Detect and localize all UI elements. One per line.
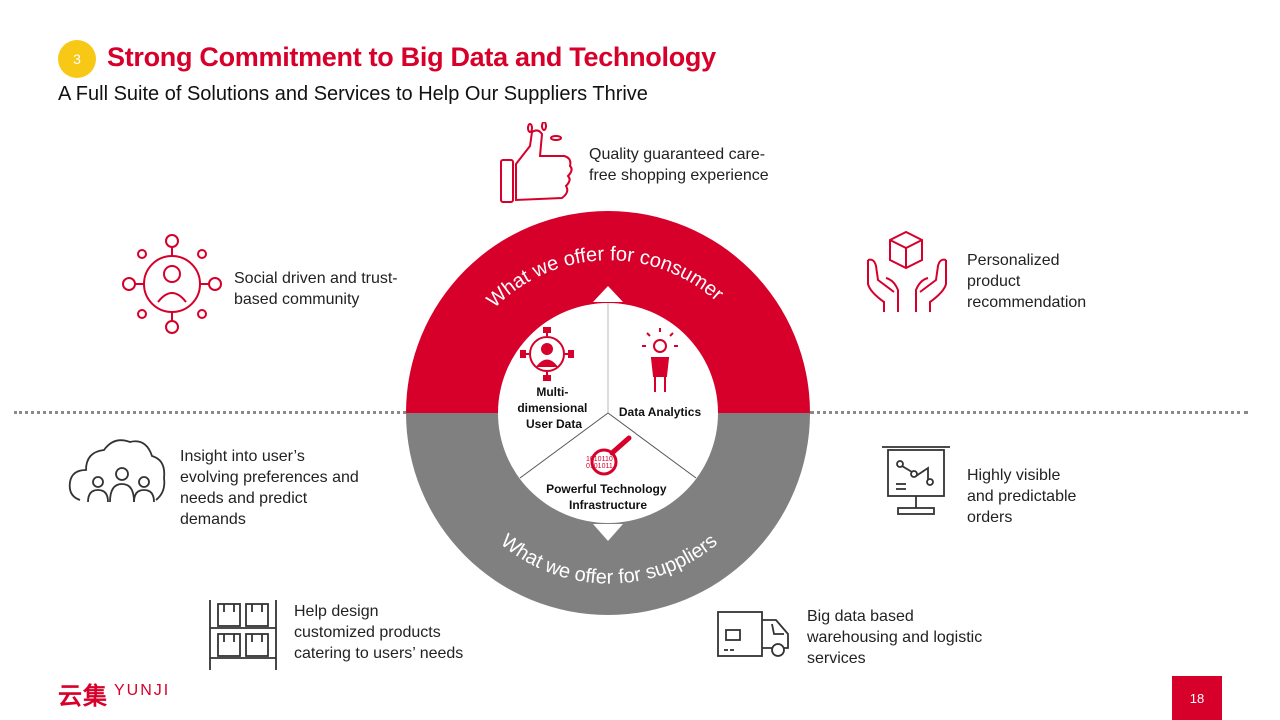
divider-right — [810, 411, 1248, 414]
hands-box-icon — [867, 230, 947, 312]
thumbs-up-icon — [500, 122, 573, 203]
core-user-data-label: Multi- dimensional User Data — [517, 385, 590, 431]
pointer-top — [593, 286, 623, 302]
pointer-bottom — [593, 524, 623, 541]
logo-chinese: 云集 — [58, 683, 108, 710]
feature-social-text: Social driven and trust- based community — [234, 270, 398, 308]
delivery-truck-icon — [717, 611, 789, 657]
user-data-icon — [520, 327, 574, 381]
divider-left — [14, 411, 406, 414]
chart-board-icon — [882, 446, 950, 515]
section-number-badge: 3 — [58, 40, 96, 78]
core-analytics-label: Data Analytics — [619, 405, 702, 419]
page-title: Strong Commitment to Big Data and Techno… — [107, 42, 716, 72]
feature-design-text: Help design customized products catering… — [294, 603, 464, 662]
analytics-person-icon — [642, 328, 678, 392]
page-number: 18 — [1172, 676, 1222, 720]
feature-quality-text: Quality guaranteed care- free shopping e… — [589, 146, 769, 184]
warehouse-shelves-icon — [209, 600, 277, 670]
svg-text:0101011: 0101011 — [586, 463, 613, 470]
magnifier-icon: 1010110 0101011 — [586, 435, 632, 476]
feature-orders-text: Highly visible and predictable orders — [967, 467, 1077, 526]
cloud-users-icon — [68, 439, 166, 503]
feature-personalized-text: Personalized product recommendation — [967, 252, 1087, 311]
feature-logistics-text: Big data based warehousing and logistic … — [807, 608, 983, 667]
page-subtitle: A Full Suite of Solutions and Services t… — [58, 83, 648, 105]
core-infrastructure-label: Powerful Technology Infrastructure — [546, 482, 670, 512]
svg-text:1010110: 1010110 — [586, 456, 613, 463]
feature-insight-text: Insight into user’s evolving preferences… — [180, 448, 359, 528]
logo-english: YUNJI — [114, 682, 171, 699]
social-network-icon — [122, 234, 222, 334]
